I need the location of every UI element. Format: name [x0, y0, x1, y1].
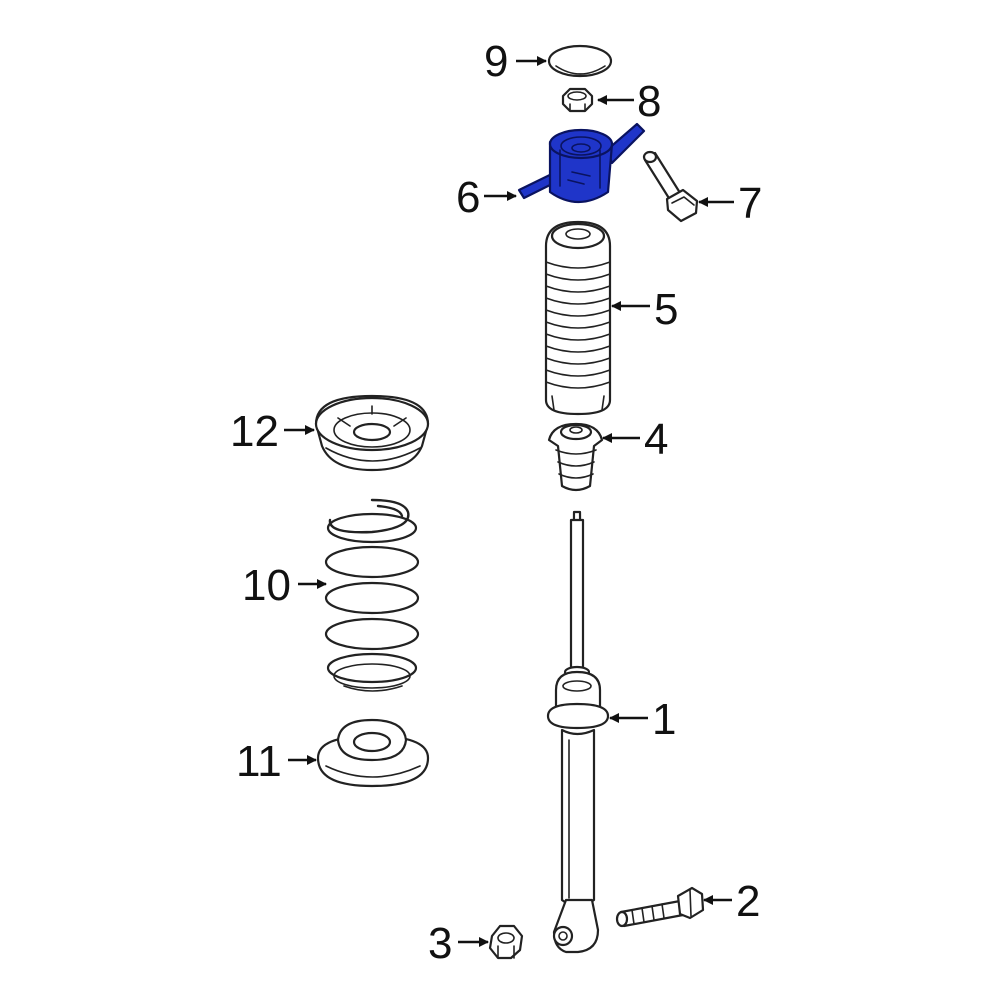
part-8-nut[interactable] — [561, 87, 594, 113]
callout-8: 8 — [637, 77, 661, 126]
part-6-upper-mount[interactable] — [517, 122, 646, 203]
part-4-bump-stop[interactable] — [547, 422, 604, 492]
callout-5: 5 — [654, 285, 678, 334]
callout-11: 11 — [236, 737, 282, 786]
callout-10: 10 — [242, 561, 291, 610]
callout-9: 9 — [484, 37, 508, 86]
part-10-coil-spring[interactable] — [324, 498, 420, 692]
part-12-upper-spring-seat[interactable] — [314, 394, 430, 472]
part-9-cap[interactable] — [547, 44, 613, 78]
part-11-lower-spring-seat[interactable] — [316, 718, 430, 788]
part-1-shock-absorber[interactable] — [546, 510, 610, 954]
callout-3: 3 — [428, 919, 452, 968]
part-5-dust-boot[interactable] — [544, 220, 612, 416]
callout-7: 7 — [738, 179, 762, 228]
part-3-lower-nut[interactable] — [488, 924, 524, 960]
callout-6: 6 — [456, 173, 480, 222]
callout-12: 12 — [230, 407, 279, 456]
callout-1: 1 — [652, 695, 676, 744]
part-7-bolt[interactable] — [642, 150, 699, 223]
part-2-lower-bolt[interactable] — [615, 886, 705, 928]
callout-4: 4 — [644, 415, 668, 464]
callout-2: 2 — [736, 877, 760, 926]
